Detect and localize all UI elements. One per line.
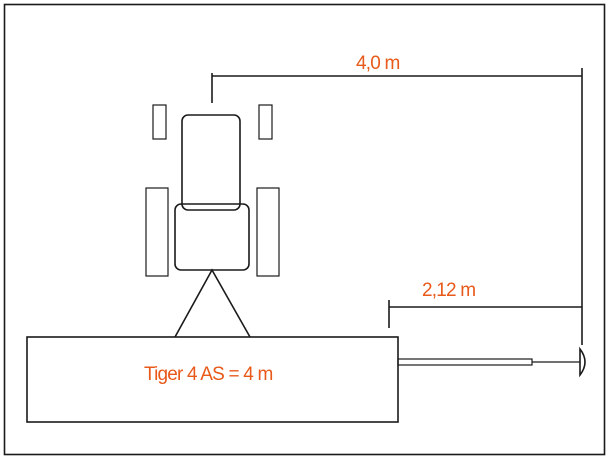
diagram-frame	[3, 3, 606, 456]
front-left-wheel	[152, 104, 167, 140]
offset-dimension	[388, 300, 582, 328]
marker-disc	[579, 346, 586, 378]
tractor-hood	[181, 114, 241, 211]
tractor	[145, 104, 280, 338]
overall-distance-label: 4,0 m	[356, 53, 400, 74]
rear-right-wheel	[256, 187, 280, 277]
rear-left-wheel	[145, 187, 169, 277]
offset-distance-label: 2,12 m	[422, 280, 475, 301]
implement-label: Tiger 4 AS = 4 m	[144, 364, 273, 385]
front-right-wheel	[258, 104, 273, 140]
implement-side-arm	[397, 346, 586, 378]
tractor-cab	[174, 203, 250, 271]
implement-body	[26, 336, 399, 423]
overall-width-dimension	[211, 68, 583, 345]
hitch-triangle	[174, 268, 251, 338]
